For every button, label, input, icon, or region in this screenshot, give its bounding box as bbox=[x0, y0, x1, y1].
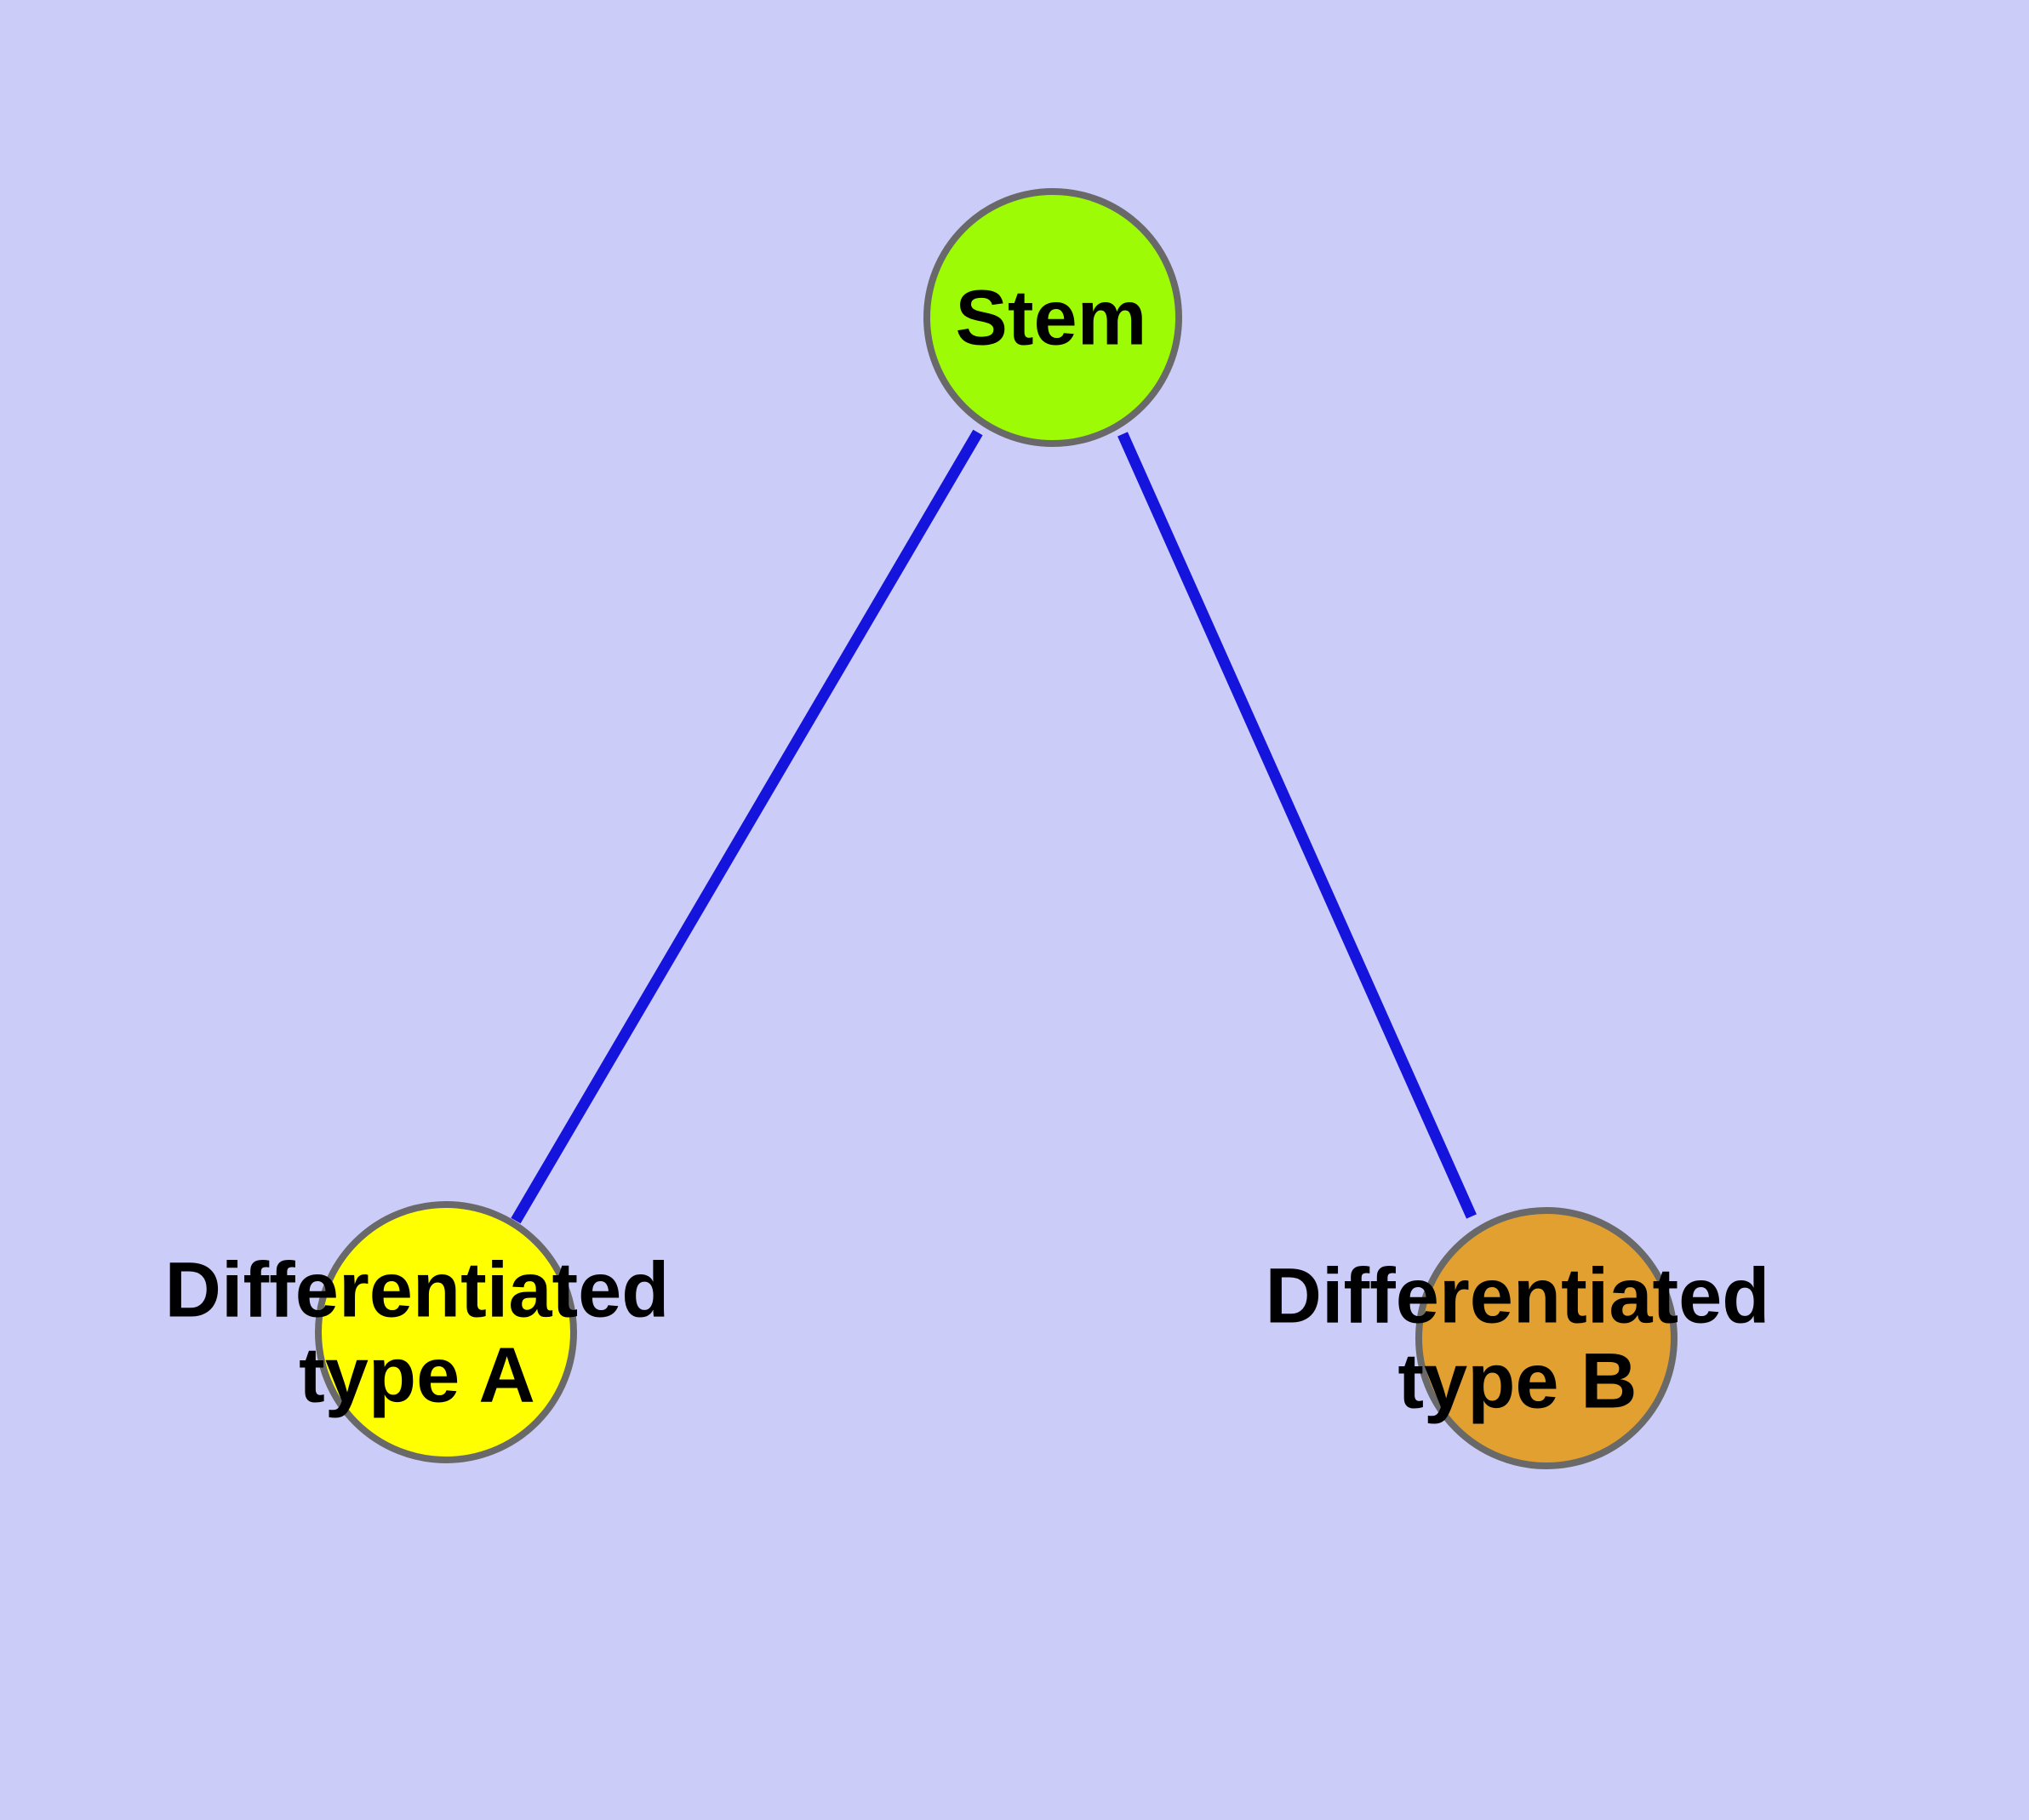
node-label-line: Stem bbox=[956, 274, 1147, 361]
node-label-line: Differentiated bbox=[165, 1246, 670, 1333]
nodes-group bbox=[315, 188, 1677, 1469]
node-diff-b[interactable] bbox=[1415, 1207, 1677, 1469]
node-label-line: type B bbox=[1397, 1337, 1637, 1424]
edges-group bbox=[511, 429, 1477, 1224]
node-label-line: Differentiated bbox=[1266, 1252, 1770, 1339]
node-diff-a[interactable] bbox=[315, 1201, 577, 1463]
edge-stem-to-diff-b bbox=[1117, 432, 1477, 1219]
node-label-stem: Stem bbox=[956, 274, 1147, 361]
node-stem[interactable] bbox=[923, 188, 1182, 447]
node-label-line: type A bbox=[299, 1331, 535, 1418]
edge-stem-to-diff-a bbox=[511, 429, 983, 1224]
